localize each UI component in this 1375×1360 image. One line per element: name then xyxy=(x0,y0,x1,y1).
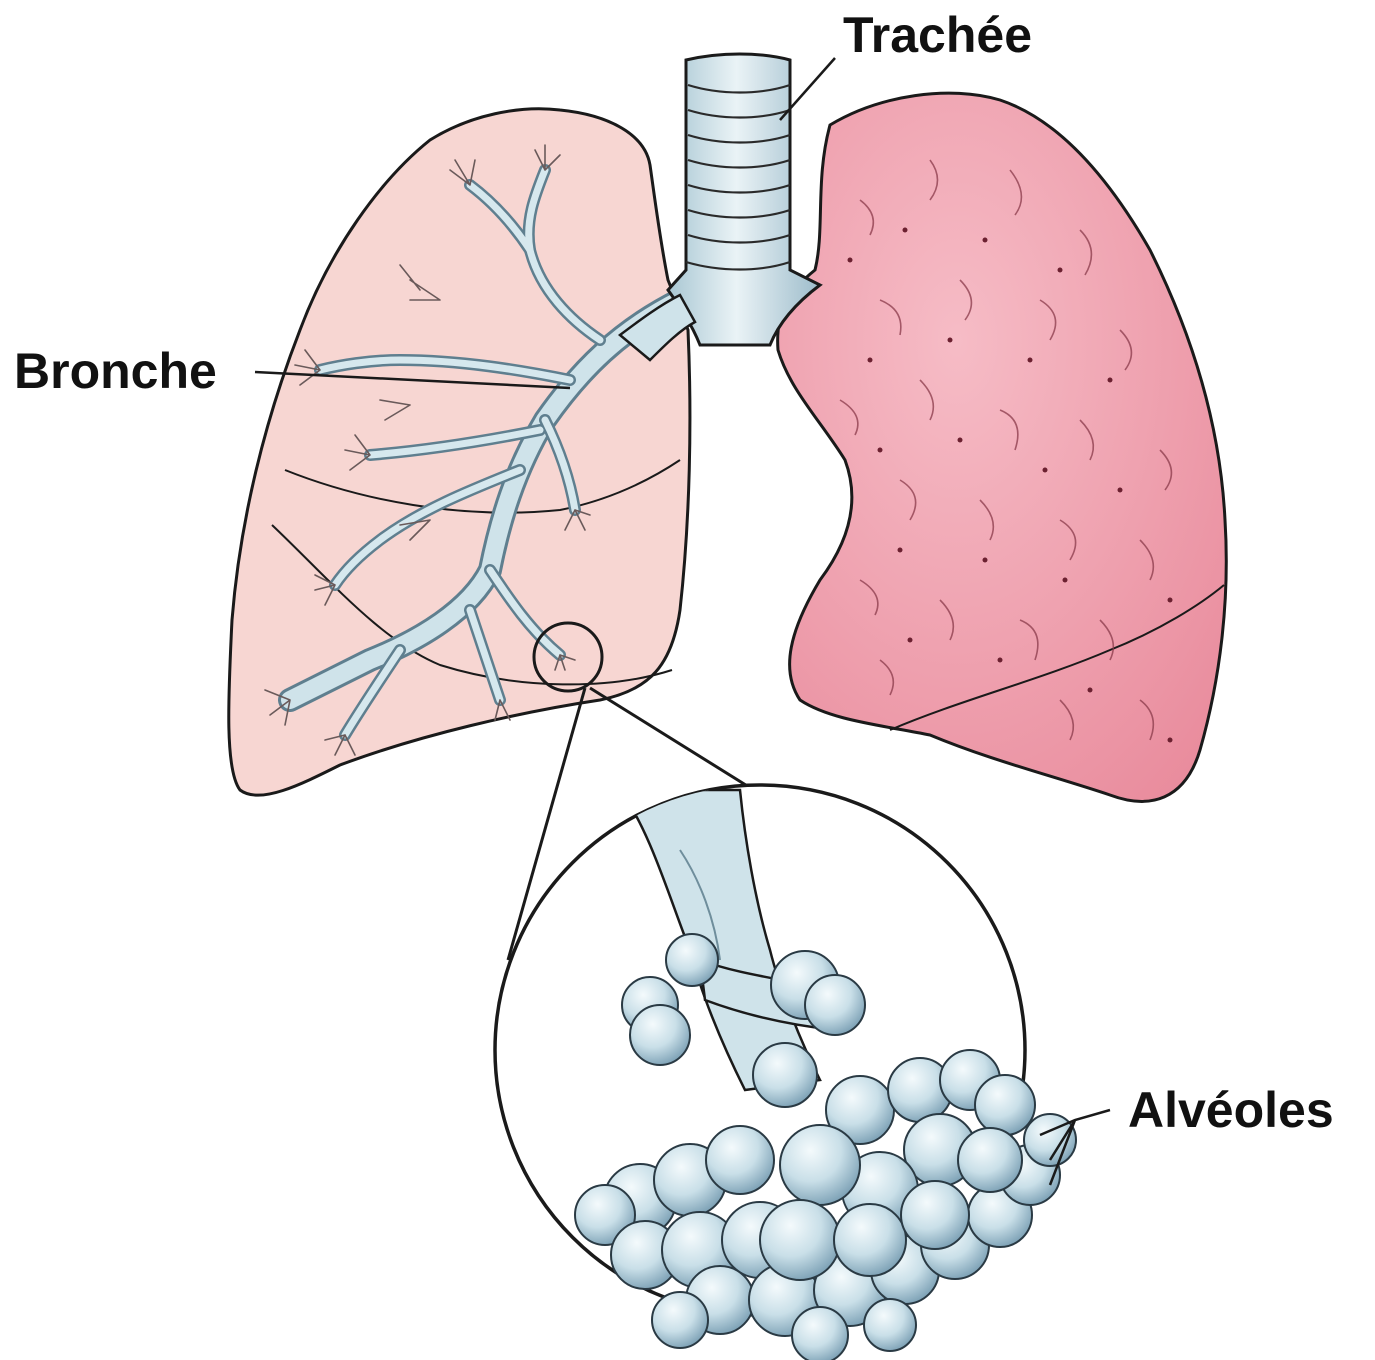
alveoli-label: Alvéoles xyxy=(1128,1082,1334,1138)
bronchus-label: Bronche xyxy=(14,343,217,399)
right-lung xyxy=(778,93,1227,801)
alveoli-magnified xyxy=(495,785,1076,1360)
trachea-label: Trachée xyxy=(843,7,1032,63)
